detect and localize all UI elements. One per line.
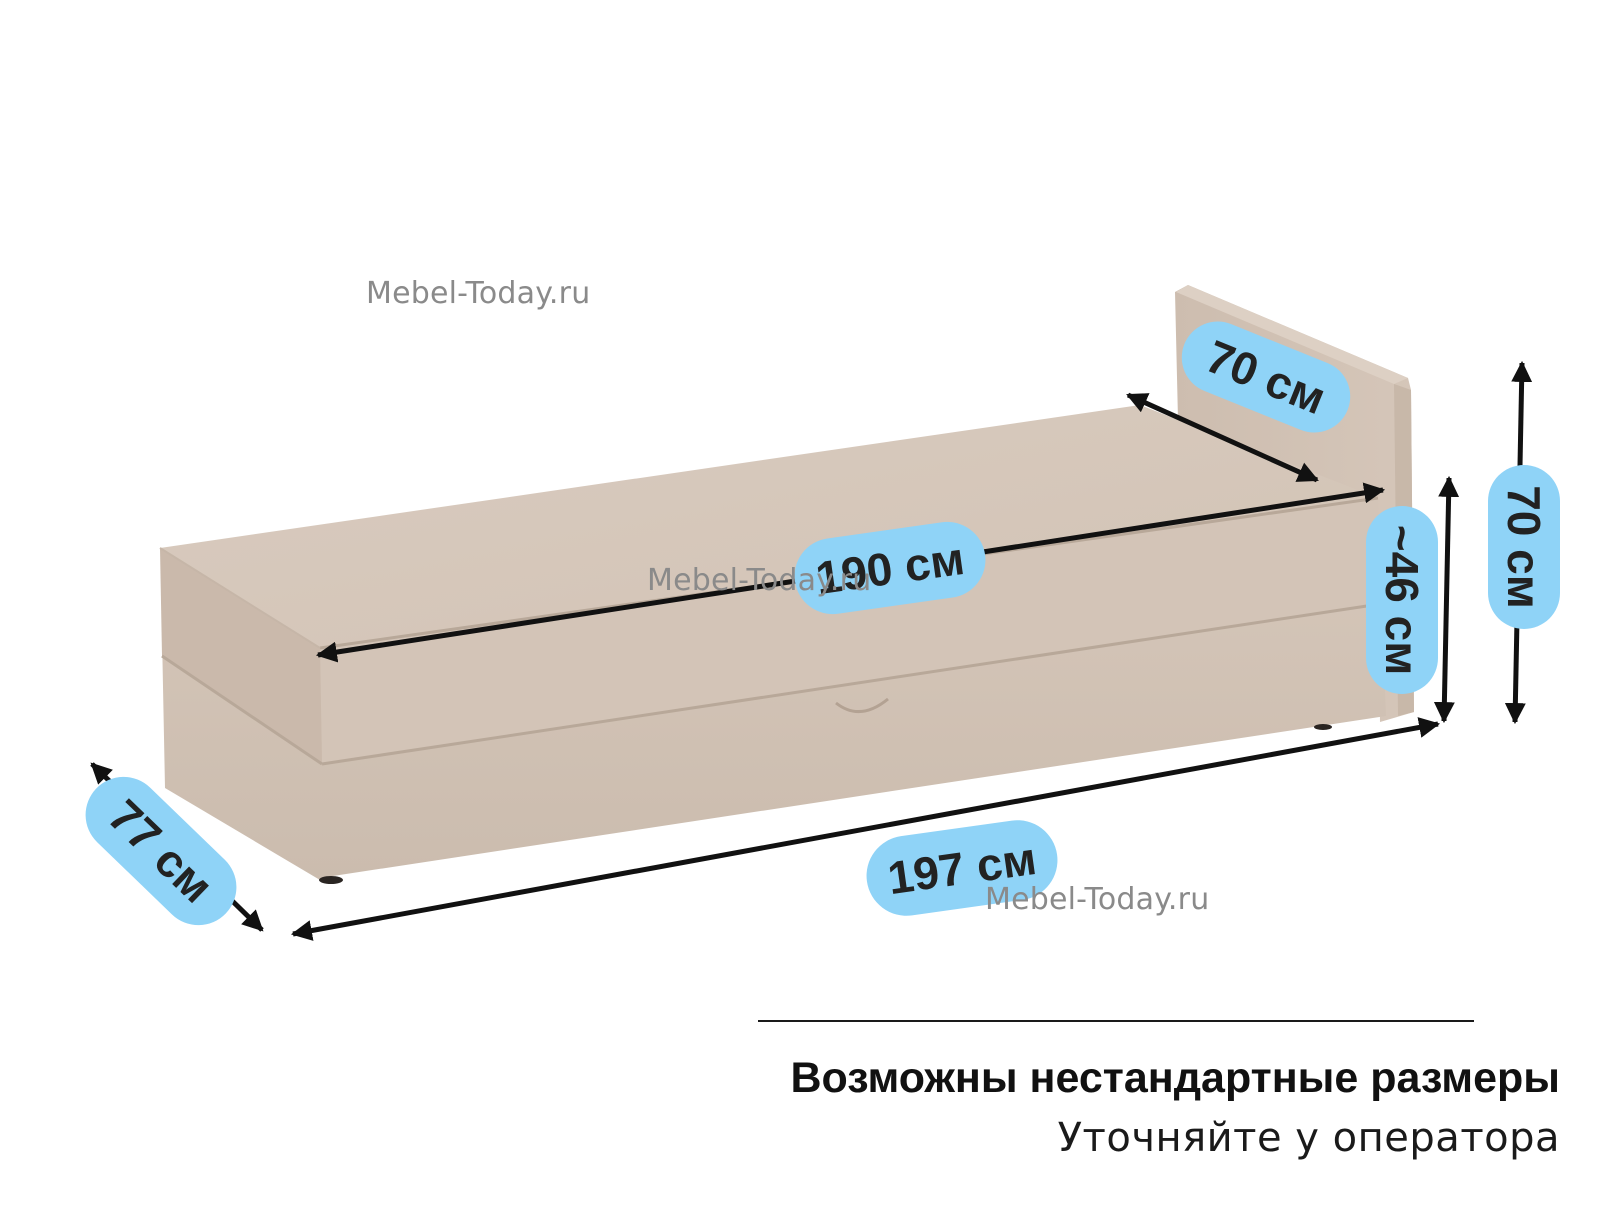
watermark-top: Mebel-Today.ru	[366, 276, 591, 311]
dim-label-total-length: 197 см	[866, 820, 1058, 916]
dim-label-sleeping-length: 190 см	[794, 521, 986, 615]
watermark-center: Mebel-Today.ru	[647, 563, 872, 598]
footer-divider	[758, 1020, 1474, 1022]
watermark-bottom: Mebel-Today.ru	[985, 882, 1210, 917]
arrow-seat-height	[1433, 475, 1460, 724]
dim-label-seat-height: ~46 см	[1366, 506, 1438, 694]
arrow-back-width	[1126, 392, 1319, 483]
footer-title: Возможны нестандартные размеры	[790, 1054, 1560, 1102]
svg-text:~46 см: ~46 см	[1376, 525, 1428, 675]
dim-label-total-height: 70 см	[1488, 465, 1560, 629]
svg-text:70 см: 70 см	[1498, 485, 1550, 609]
footer-subtitle: Уточняйте у оператора	[1057, 1115, 1560, 1161]
arrow-total-length	[290, 717, 1441, 941]
